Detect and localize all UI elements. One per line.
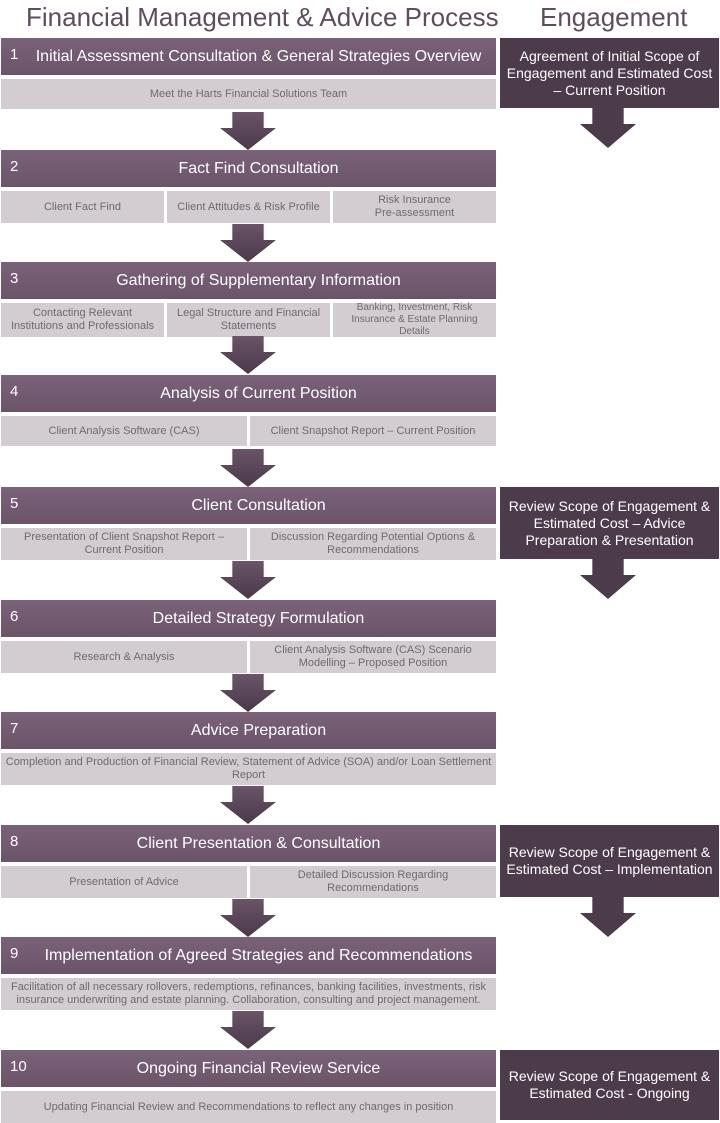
- step-detail-item: Client Snapshot Report – Current Positio…: [250, 416, 496, 446]
- step-header-6: 6 Detailed Strategy Formulation: [1, 600, 496, 637]
- step-detail-row: Client Analysis Software (CAS)Client Sna…: [1, 416, 496, 446]
- step-detail-item: Presentation of Client Snapshot Report –…: [1, 528, 247, 560]
- down-arrow-icon: [580, 108, 636, 148]
- down-arrow-icon: [220, 674, 276, 712]
- step-title: Detailed Strategy Formulation: [152, 610, 365, 627]
- step-title: Fact Find Consultation: [178, 160, 339, 177]
- step-detail-item: Client Attitudes & Risk Profile: [167, 191, 330, 223]
- step-title: Initial Assessment Consultation & Genera…: [35, 48, 482, 65]
- down-arrow-icon: [220, 112, 276, 150]
- down-arrow-icon: [220, 786, 276, 824]
- step-detail-row: Updating Financial Review and Recommenda…: [1, 1091, 496, 1123]
- step-title: Gathering of Supplementary Information: [116, 272, 401, 289]
- down-arrow-icon: [220, 899, 276, 937]
- engagement-box: Agreement of Initial Scope of Engagement…: [500, 38, 719, 108]
- step-header-3: 3 Gathering of Supplementary Information: [1, 262, 496, 299]
- step-detail-row: Completion and Production of Financial R…: [1, 753, 496, 785]
- step-header-8: 8 Client Presentation & Consultation: [1, 825, 496, 862]
- step-number: 7: [10, 720, 19, 737]
- step-detail-item: Meet the Harts Financial Solutions Team: [1, 79, 496, 109]
- step-title: Client Consultation: [191, 497, 326, 514]
- engagement-box: Review Scope of Engagement & Estimated C…: [500, 1050, 719, 1120]
- step-detail-row: Meet the Harts Financial Solutions Team: [1, 79, 496, 109]
- engagement-box: Review Scope of Engagement & Estimated C…: [500, 825, 719, 897]
- step-number: 9: [10, 945, 19, 962]
- step-header-5: 5 Client Consultation: [1, 487, 496, 524]
- step-title: Advice Preparation: [190, 722, 327, 739]
- step-detail-row: Facilitation of all necessary rollovers,…: [1, 978, 496, 1010]
- step-number: 6: [10, 608, 19, 625]
- step-title: Implementation of Agreed Strategies and …: [44, 947, 473, 964]
- step-header-4: 4 Analysis of Current Position: [1, 375, 496, 412]
- step-detail-item: Completion and Production of Financial R…: [1, 753, 496, 785]
- down-arrow-icon: [220, 224, 276, 262]
- down-arrow-icon: [220, 561, 276, 599]
- step-header-10: 10 Ongoing Financial Review Service: [1, 1050, 496, 1087]
- step-detail-item: Presentation of Advice: [1, 866, 247, 898]
- down-arrow-icon: [580, 897, 636, 937]
- engagement-title: Engagement: [540, 2, 688, 32]
- down-arrow-icon: [220, 449, 276, 487]
- step-title: Ongoing Financial Review Service: [136, 1060, 381, 1077]
- step-header-1: 1 Initial Assessment Consultation & Gener…: [1, 38, 496, 75]
- step-detail-item: Updating Financial Review and Recommenda…: [1, 1091, 496, 1123]
- step-title: Client Presentation & Consultation: [136, 835, 381, 852]
- step-number: 2: [10, 158, 19, 175]
- step-header-7: 7 Advice Preparation: [1, 712, 496, 749]
- step-number: 8: [10, 833, 19, 850]
- step-header-2: 2 Fact Find Consultation: [1, 150, 496, 187]
- down-arrow-icon: [220, 336, 276, 374]
- engagement-box: Review Scope of Engagement & Estimated C…: [500, 487, 719, 559]
- step-header-9: 9 Implementation of Agreed Strategies and…: [1, 937, 496, 974]
- step-detail-item: Research & Analysis: [1, 641, 247, 673]
- step-title: Analysis of Current Position: [160, 385, 357, 402]
- step-detail-item: Client Fact Find: [1, 191, 164, 223]
- process-title: Financial Management & Advice Process: [26, 2, 499, 32]
- step-number: 3: [10, 270, 19, 287]
- step-number: 10: [10, 1058, 27, 1075]
- step-number: 4: [10, 383, 19, 400]
- down-arrow-icon: [580, 559, 636, 599]
- down-arrow-icon: [220, 1011, 276, 1049]
- step-number: 5: [10, 495, 19, 512]
- step-detail-item: Discussion Regarding Potential Options &…: [250, 528, 496, 560]
- step-detail-item: Facilitation of all necessary rollovers,…: [1, 978, 496, 1010]
- step-number: 1: [10, 46, 19, 63]
- step-detail-item: Client Analysis Software (CAS): [1, 416, 247, 446]
- step-detail-row: Presentation of Client Snapshot Report –…: [1, 528, 496, 560]
